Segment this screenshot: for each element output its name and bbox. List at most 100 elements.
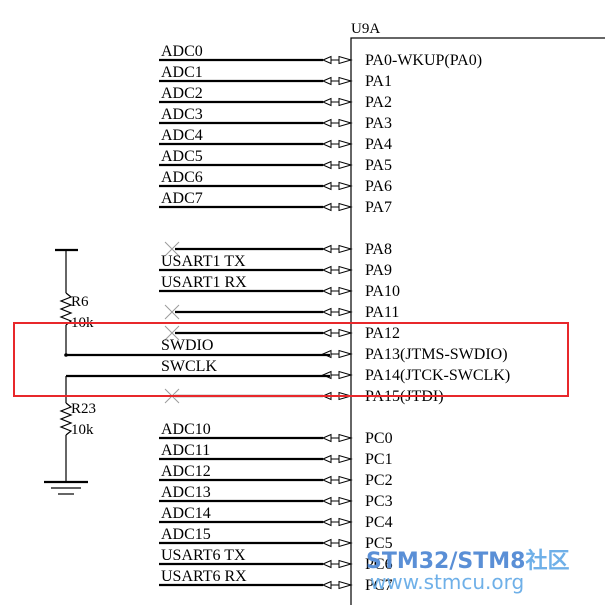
pin-name-pa13-jtms-swdio: PA13(JTMS-SWDIO) (365, 346, 508, 363)
pin-name-pa4: PA4 (365, 136, 392, 153)
net-label-usart1-rx: USART1 RX (161, 274, 247, 291)
net-label-adc3: ADC3 (161, 106, 203, 123)
pin-name-pa2: PA2 (365, 94, 392, 111)
pin-arrow-left (321, 328, 332, 338)
no-connect-x (164, 325, 180, 341)
pin-arrow-left (321, 76, 332, 86)
pin-arrow-right (338, 97, 353, 107)
pin-arrow-left (321, 307, 332, 317)
u9a-body (350, 37, 605, 605)
net-label-adc13: ADC13 (161, 484, 211, 501)
pin-name-pc5: PC5 (365, 535, 393, 552)
pin-arrow-left (321, 265, 332, 275)
pin-arrow-left (321, 139, 332, 149)
pin-arrow-right (338, 286, 353, 296)
pin-arrow-right (338, 307, 353, 317)
net-label-adc10: ADC10 (161, 421, 211, 438)
pin-arrow-left (321, 202, 332, 212)
r6-designator: R6 (71, 294, 89, 310)
pin-arrow-right (338, 580, 353, 590)
pin-name-pa12: PA12 (365, 325, 400, 342)
watermark-community: 社区 (525, 548, 569, 574)
pin-name-pa14-jtck-swclk: PA14(JTCK-SWCLK) (365, 367, 510, 384)
highlight-box (13, 322, 569, 397)
pin-arrow-right (338, 559, 353, 569)
pin-arrow-left (321, 97, 332, 107)
pin-arrow-left (321, 181, 332, 191)
pin-arrow-left (321, 580, 332, 590)
pin-arrow-right (338, 349, 353, 359)
pin-arrow-right (338, 265, 353, 275)
net-label-adc12: ADC12 (161, 463, 211, 480)
pin-arrow-left (321, 475, 332, 485)
net-label-swdio: SWDIO (161, 337, 213, 354)
pin-name-pa7: PA7 (365, 199, 392, 216)
pin-name-pa0-wkup-pa0: PA0-WKUP(PA0) (365, 52, 482, 69)
no-connect-x (164, 241, 180, 257)
pin-name-pc1: PC1 (365, 451, 393, 468)
net-label-adc0: ADC0 (161, 43, 203, 60)
net-label-adc5: ADC5 (161, 148, 203, 165)
net-label-adc2: ADC2 (161, 85, 203, 102)
pin-arrow-right (338, 118, 353, 128)
r23-value: 10k (71, 422, 94, 438)
pin-name-pa1: PA1 (365, 73, 392, 90)
r6-junction (64, 353, 68, 357)
pin-arrow-left (321, 433, 332, 443)
no-connect-x (164, 304, 180, 320)
pin-arrow-right (338, 433, 353, 443)
pin-name-pa6: PA6 (365, 178, 392, 195)
pin-name-pa11: PA11 (365, 304, 399, 321)
net-label-adc11: ADC11 (161, 442, 210, 459)
pin-arrow-left (321, 454, 332, 464)
pin-name-pc4: PC4 (365, 514, 393, 531)
r23-designator: R23 (71, 401, 96, 417)
net-label-swclk: SWCLK (161, 358, 217, 375)
pin-arrow-right (338, 181, 353, 191)
net-label-adc15: ADC15 (161, 526, 211, 543)
net-label-adc1: ADC1 (161, 64, 203, 81)
watermark-url: www.stmcu.org (370, 570, 524, 594)
net-label-adc6: ADC6 (161, 169, 203, 186)
watermark-brand: STM32/STM8 (366, 549, 525, 574)
pin-name-pc0: PC0 (365, 430, 393, 447)
pin-arrow-right (338, 244, 353, 254)
pin-arrow-right (338, 202, 353, 212)
net-label-usart6-rx: USART6 RX (161, 568, 247, 585)
pin-name-pa5: PA5 (365, 157, 392, 174)
pin-arrow-right (338, 496, 353, 506)
net-label-adc7: ADC7 (161, 190, 203, 207)
pin-layer: PA0-WKUP(PA0)ADC0PA1ADC1PA2ADC2PA3ADC3PA… (159, 43, 510, 594)
resistor-network: R6 10k R23 10k (44, 248, 330, 495)
component-designator: U9A (351, 21, 380, 37)
pin-arrow-left (321, 496, 332, 506)
pin-arrow-left (321, 118, 332, 128)
pin-arrow-right (338, 55, 353, 65)
pin-arrow-right (338, 76, 353, 86)
pin-arrow-left (321, 559, 332, 569)
pin-arrow-right (338, 517, 353, 527)
pin-arrow-left (321, 55, 332, 65)
pin-arrow-right (338, 475, 353, 485)
net-label-adc4: ADC4 (161, 127, 203, 144)
pin-name-pa8: PA8 (365, 241, 392, 258)
pin-arrow-right (338, 139, 353, 149)
pin-arrow-left (321, 517, 332, 527)
pin-arrow-right (338, 160, 353, 170)
r6-resistor-symbol (59, 292, 73, 326)
pin-name-pc3: PC3 (365, 493, 393, 510)
pin-arrow-left (321, 538, 332, 548)
net-label-adc14: ADC14 (161, 505, 211, 522)
pin-arrow-right (338, 538, 353, 548)
svg-text:STM32/STM8社区: STM32/STM8社区 (366, 548, 569, 574)
net-label-usart1-tx: USART1 TX (161, 253, 246, 270)
pin-arrow-left (321, 244, 332, 254)
pin-arrow-left (321, 160, 332, 170)
watermark: STM32/STM8社区 www.stmcu.org (366, 548, 569, 594)
r23-resistor-symbol (59, 402, 73, 436)
pin-name-pa9: PA9 (365, 262, 392, 279)
pin-arrow-left (321, 286, 332, 296)
pin-name-pc7: PC7 (365, 577, 393, 594)
net-label-usart6-tx: USART6 TX (161, 547, 246, 564)
